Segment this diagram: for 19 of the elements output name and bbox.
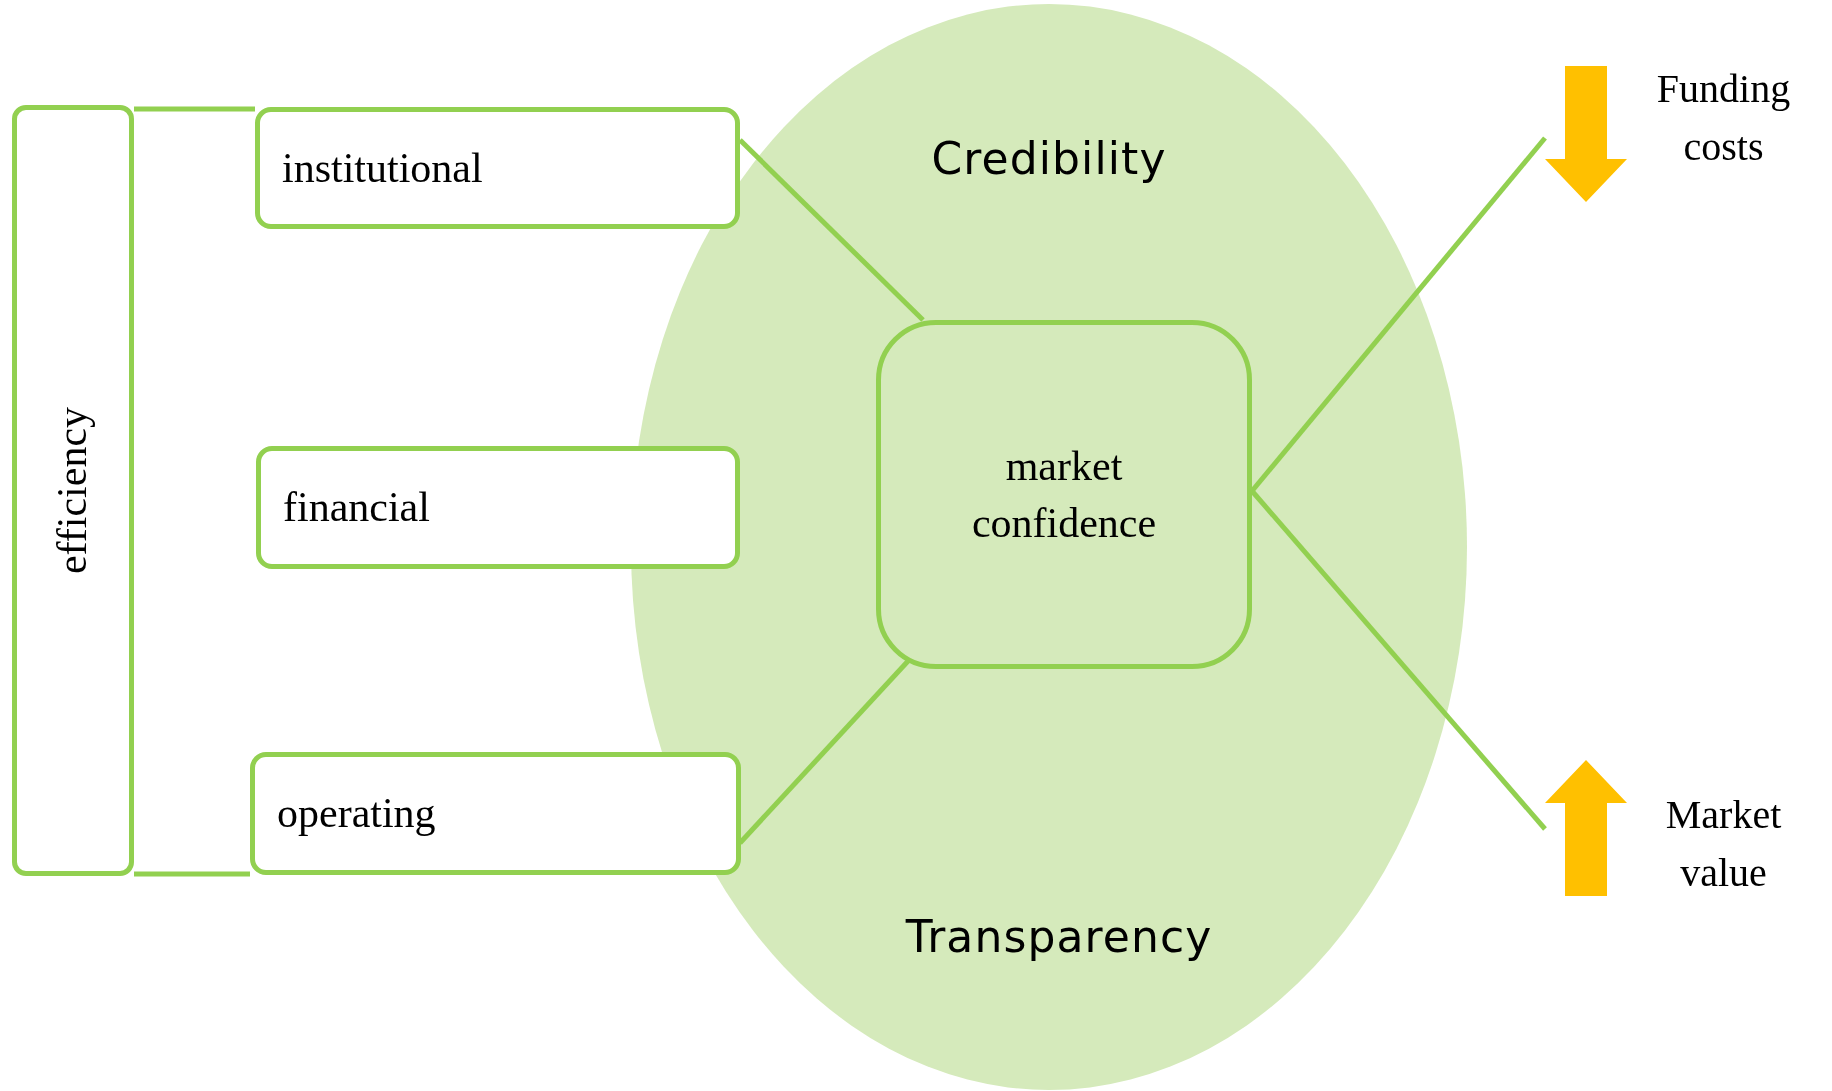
side-label: Market value [1664,791,1783,897]
side-label: Funding costs [1655,65,1792,171]
category-box [255,107,740,229]
connector-line [1250,489,1547,831]
box-label: institutional [282,143,483,193]
connector-line [134,106,255,112]
category-box [256,446,740,569]
box-label: market confidence [970,441,1158,548]
category-box [12,105,134,876]
oval-heading: Transparency [905,910,1213,964]
box-label: financial [283,483,430,532]
connector-line [134,871,250,877]
oval-heading: Credibility [931,132,1167,186]
category-box [250,752,741,875]
connector-line [1250,136,1547,493]
center-box [876,320,1252,669]
box-label: efficiency [49,406,96,575]
box-label: operating [277,789,436,838]
connector-line [738,138,925,322]
